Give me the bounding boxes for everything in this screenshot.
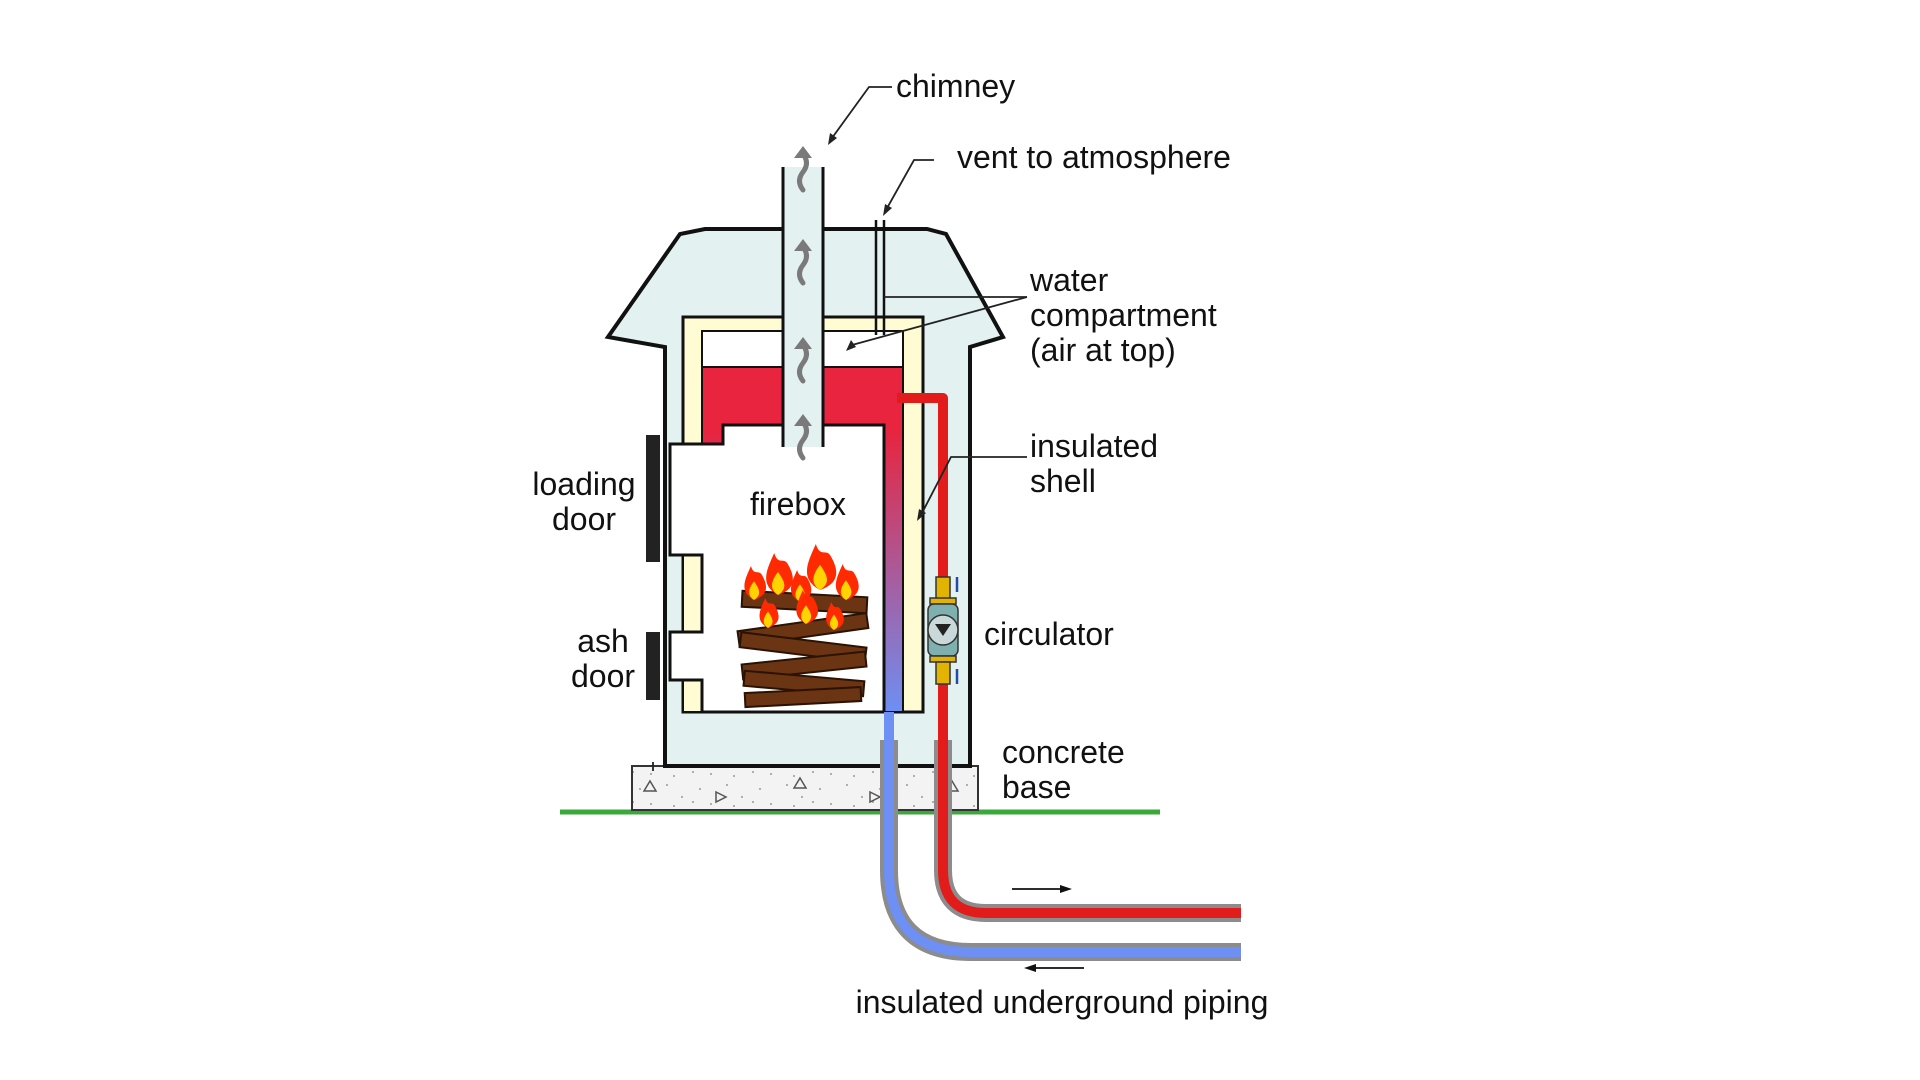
label-water-compartment-line3: (air at top) xyxy=(1030,332,1176,368)
flame-core xyxy=(829,614,839,630)
label-ash-door-line2: door xyxy=(571,658,635,694)
flame-core xyxy=(840,580,852,600)
ash-door[interactable] xyxy=(646,632,660,700)
smoke-arrow-icon xyxy=(797,151,809,193)
flame-core xyxy=(749,581,760,600)
smoke-arrow-head xyxy=(794,414,812,426)
label-loading-door-line2: door xyxy=(552,501,616,537)
label-firebox: firebox xyxy=(750,486,846,522)
left-arrow-icon xyxy=(1024,964,1084,972)
flame-core xyxy=(813,564,827,590)
smoke-arrow-icon xyxy=(797,419,809,461)
label-vent: vent to atmosphere xyxy=(957,139,1231,175)
smoke-arrow-head xyxy=(794,239,812,251)
label-concrete-base-line2: base xyxy=(1002,769,1071,805)
label-loading-door-line1: loading xyxy=(532,466,635,502)
flame-core xyxy=(771,571,785,595)
flame-core xyxy=(801,605,812,624)
vent-pipe xyxy=(874,220,886,335)
concrete-base xyxy=(631,765,979,811)
pump-icon xyxy=(927,576,959,685)
underground-piping xyxy=(880,393,1241,961)
labels: chimney vent to atmosphere water compart… xyxy=(532,68,1268,1020)
chimney xyxy=(781,167,825,447)
label-underground-piping: insulated underground piping xyxy=(856,984,1269,1020)
label-insulated-shell-line2: shell xyxy=(1030,463,1096,499)
smoke-arrow-icon xyxy=(797,244,809,286)
loading-door[interactable] xyxy=(646,435,660,562)
flames xyxy=(744,544,859,630)
label-circulator: circulator xyxy=(984,616,1114,652)
leader-arrowheads xyxy=(828,133,926,521)
fire xyxy=(736,544,870,709)
smoke-arrow-head xyxy=(794,146,812,158)
smoke-arrow-head xyxy=(794,337,812,349)
smoke-arrow-icon xyxy=(797,342,809,384)
label-chimney: chimney xyxy=(896,68,1015,104)
label-water-compartment-line1: water xyxy=(1029,262,1109,298)
label-insulated-shell-line1: insulated xyxy=(1030,428,1158,464)
leader-lines xyxy=(652,86,1028,771)
label-water-compartment-line2: compartment xyxy=(1030,297,1217,333)
label-ash-door-line1: ash xyxy=(577,623,629,659)
right-arrow-icon xyxy=(1012,885,1072,893)
smoke-arrows xyxy=(794,146,812,461)
label-concrete-base-line1: concrete xyxy=(1002,734,1125,770)
flame-core xyxy=(763,611,773,628)
